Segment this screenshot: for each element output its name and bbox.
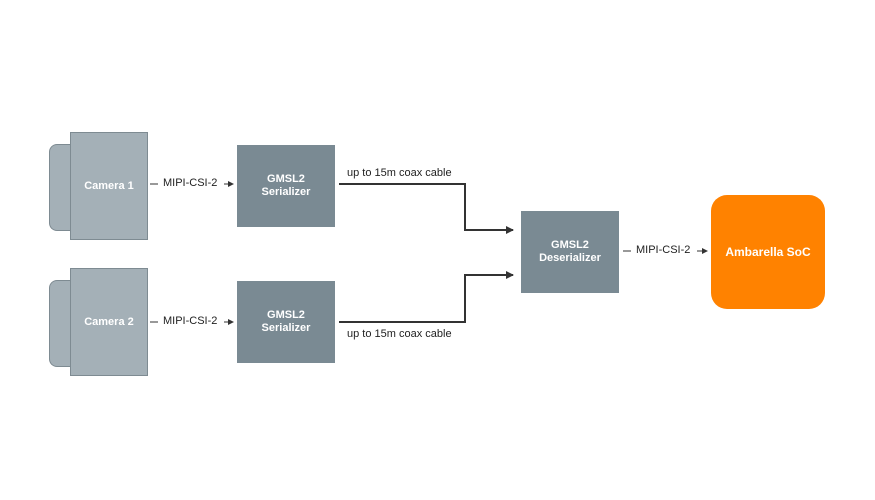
- coax-line-bottom: [339, 271, 514, 323]
- coax-line-top: [339, 183, 514, 234]
- ambarella-soc: Ambarella SoC: [711, 195, 825, 309]
- coax-label-top: up to 15m coax cable: [347, 167, 452, 179]
- soc-label: Ambarella SoC: [725, 244, 811, 259]
- coax-label-bottom: up to 15m coax cable: [347, 328, 452, 340]
- mipi-label-cam2: MIPI-CSI-2: [163, 315, 218, 327]
- camera-2-lens: [49, 280, 71, 367]
- mipi-label-cam1: MIPI-CSI-2: [163, 177, 218, 189]
- deserializer: GMSL2 Deserializer: [521, 211, 619, 293]
- serializer-2-line1: GMSL2: [267, 309, 305, 321]
- camera-1-label: Camera 1: [84, 179, 134, 192]
- camera-2-label: Camera 2: [84, 315, 134, 328]
- serializer-1: GMSL2 Serializer: [237, 145, 335, 227]
- serializer-1-line1: GMSL2: [267, 173, 305, 185]
- deserializer-line1: GMSL2: [551, 239, 589, 251]
- serializer-1-line2: Serializer: [261, 186, 311, 198]
- serializer-2-line2: Serializer: [261, 322, 311, 334]
- deserializer-line2: Deserializer: [539, 252, 601, 264]
- camera-1-lens: [49, 144, 71, 231]
- camera-2: Camera 2: [70, 268, 148, 376]
- serializer-2: GMSL2 Serializer: [237, 281, 335, 363]
- mipi-label-soc: MIPI-CSI-2: [636, 244, 691, 256]
- camera-1: Camera 1: [70, 132, 148, 240]
